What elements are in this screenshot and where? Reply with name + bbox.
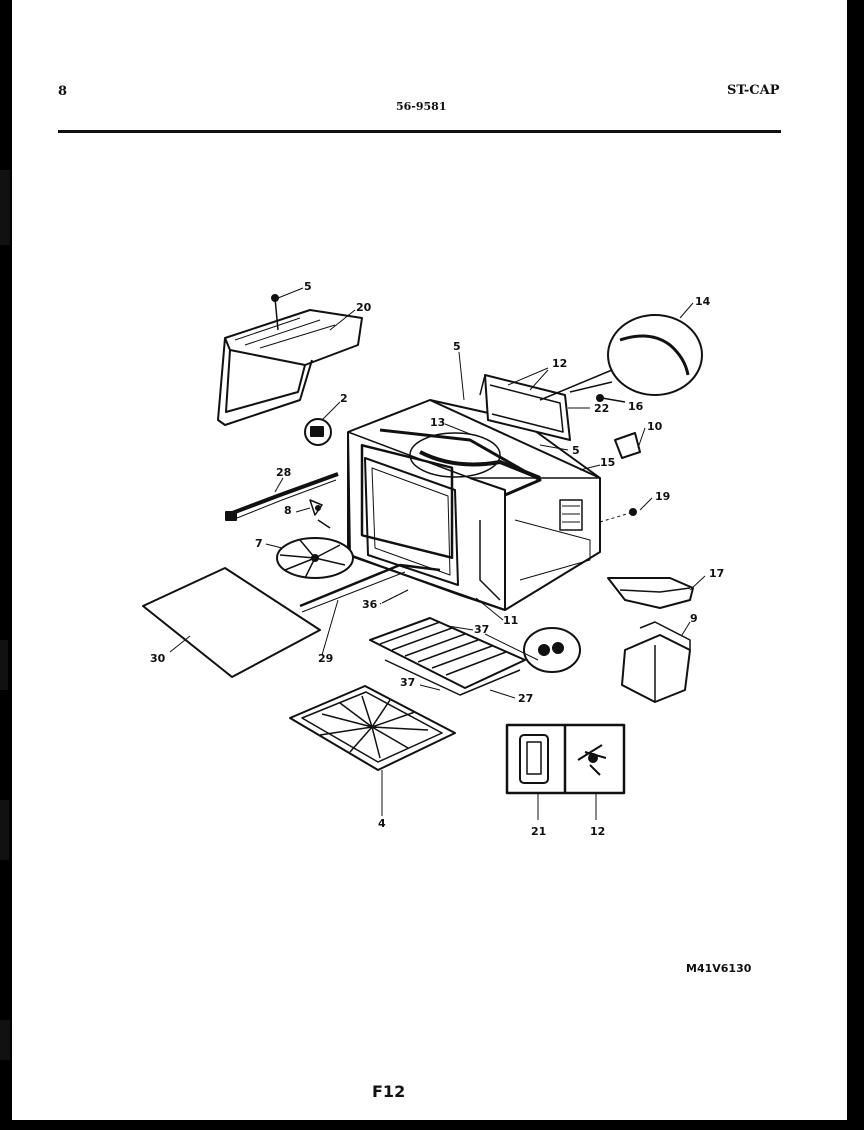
part-7-fan-blade — [276, 537, 354, 579]
callout-4: 4 — [378, 817, 386, 830]
document-number: 56-9581 — [396, 100, 447, 113]
callout-11: 11 — [503, 614, 518, 627]
part-9-vent-bracket — [621, 621, 691, 703]
callout-12: 12 — [590, 825, 605, 838]
callout-16: 16 — [628, 400, 644, 413]
callout-37: 37 — [400, 676, 415, 689]
callout-14: 14 — [695, 295, 711, 308]
callout-13: 13 — [430, 416, 445, 429]
callout-28: 28 — [276, 466, 291, 479]
diagram-model-code: M41V6130 — [686, 962, 752, 975]
figure-number: F12 — [372, 1082, 406, 1101]
callout-12: 12 — [552, 357, 567, 370]
scan-edge-mark — [0, 1020, 10, 1060]
callout-36: 36 — [362, 598, 378, 611]
callout-22: 22 — [594, 402, 609, 415]
part-27-rack — [369, 617, 526, 696]
part-28-heater-rod — [225, 472, 339, 521]
callout-29: 29 — [318, 652, 333, 665]
callout-5: 5 — [304, 280, 312, 293]
callout-labels: 5 20 2 5 12 14 16 22 13 10 5 15 28 8 19 … — [150, 280, 724, 838]
part-19-screw — [599, 508, 637, 523]
callout-21: 21 — [531, 825, 546, 838]
main-cabinet-part — [347, 399, 601, 611]
model-series: ST-CAP — [727, 83, 780, 98]
callout-8: 8 — [284, 504, 292, 517]
part-22-bracket — [479, 374, 571, 441]
callout-5: 5 — [453, 340, 461, 353]
callout-10: 10 — [647, 420, 663, 433]
part-16-screw — [596, 394, 626, 403]
header-rule — [58, 130, 781, 133]
scan-edge-mark — [0, 170, 10, 245]
part-30-plate — [142, 567, 321, 678]
part-10-clip — [614, 432, 641, 459]
callout-20: 20 — [356, 301, 372, 314]
scan-edge-mark — [0, 640, 8, 690]
page-number: 8 — [58, 84, 68, 99]
part-4-tray — [289, 685, 456, 771]
part-circled-support — [523, 627, 581, 673]
part-17-duct — [607, 577, 694, 609]
part-29-rail — [299, 563, 441, 613]
callout-7: 7 — [255, 537, 263, 550]
part-8-clip — [309, 499, 331, 529]
part-14-cord-detail — [539, 314, 703, 401]
part-2-thermal-switch — [304, 418, 332, 446]
callout-30: 30 — [150, 652, 166, 665]
parts-21-12-box — [505, 723, 626, 795]
callout-17: 17 — [709, 567, 724, 580]
leader-lines — [169, 287, 706, 820]
callout-5: 5 — [572, 444, 580, 457]
scan-edge-mark — [0, 800, 9, 860]
callout-9: 9 — [690, 612, 698, 625]
callout-2: 2 — [340, 392, 348, 405]
callout-15: 15 — [600, 456, 615, 469]
callout-37: 37 — [474, 623, 489, 636]
callout-27: 27 — [518, 692, 533, 705]
top-cover-part — [217, 294, 363, 426]
callout-19: 19 — [655, 490, 670, 503]
